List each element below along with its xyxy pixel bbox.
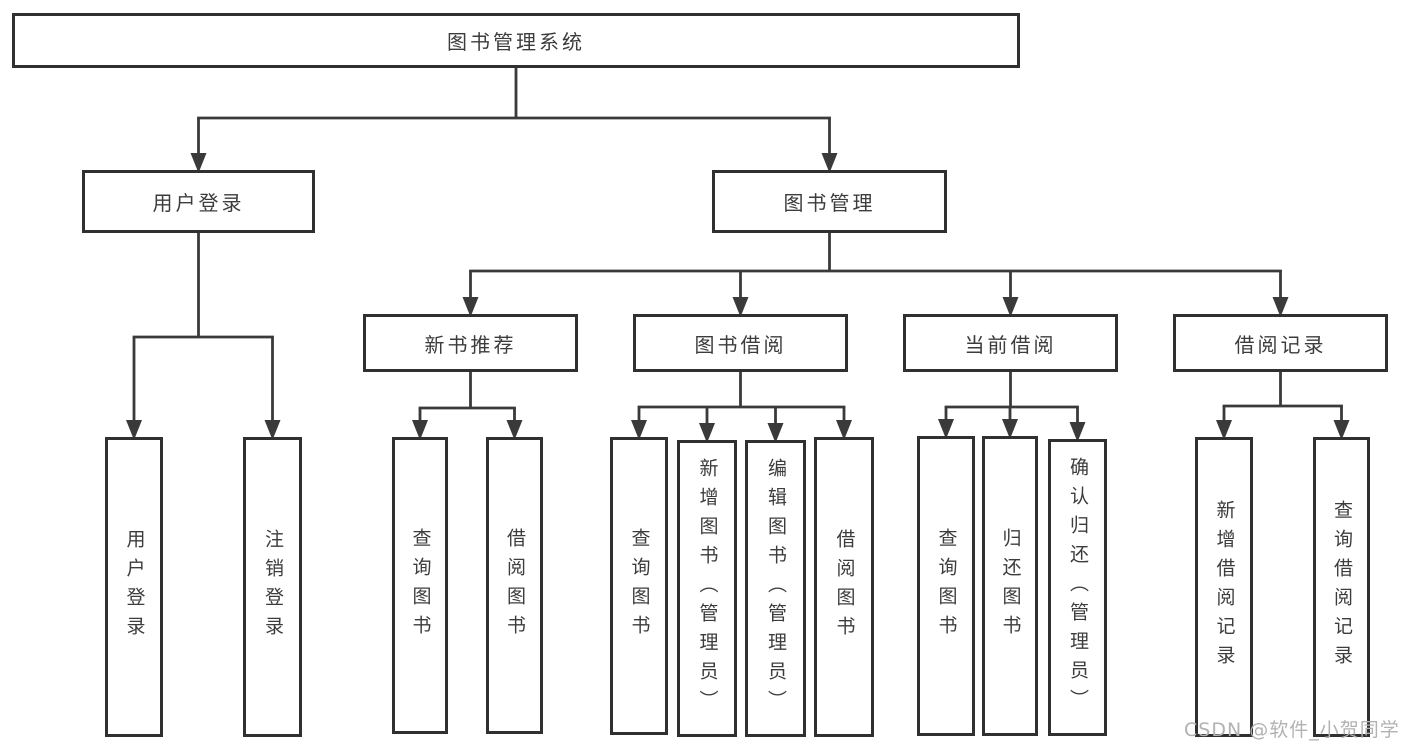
arrowhead-icon xyxy=(1002,297,1019,317)
node-book-borrowing: 图书借阅 xyxy=(633,314,848,372)
node-label: 用户登录 xyxy=(152,191,245,215)
node-leaf-user-login: 用户登录 xyxy=(105,437,163,737)
node-leaf-query-borrow-record: 查询借阅记录 xyxy=(1313,437,1370,737)
node-label: 借阅图书 xyxy=(504,527,526,644)
node-label: 图书借阅 xyxy=(694,332,787,357)
arrowhead-icon xyxy=(836,420,852,440)
arrowhead-icon xyxy=(767,423,784,443)
node-label: 新增借阅记录 xyxy=(1213,500,1236,674)
node-leaf-add-books-admin: 新增图书（管理员） xyxy=(677,440,737,737)
node-label: 注销登录 xyxy=(262,529,284,645)
node-label: 用户登录 xyxy=(123,529,146,645)
arrowhead-icon xyxy=(126,420,142,440)
node-label: 查询借阅记录 xyxy=(1331,500,1353,674)
node-current-borrowing: 当前借阅 xyxy=(903,314,1118,372)
arrowhead-icon xyxy=(938,419,954,439)
node-leaf-edit-books-admin: 编辑图书（管理员） xyxy=(745,440,806,737)
node-new-book-recommend: 新书推荐 xyxy=(363,314,578,372)
arrowhead-icon xyxy=(1002,419,1018,439)
watermark: CSDN @软件_小贺同学 xyxy=(1184,719,1400,741)
arrowhead-icon xyxy=(190,153,207,173)
arrowhead-icon xyxy=(1272,297,1289,317)
node-root: 图书管理系统 xyxy=(12,13,1020,68)
arrowhead-icon xyxy=(412,420,428,440)
arrowhead-icon xyxy=(821,153,838,173)
node-label: 图书管理系统 xyxy=(447,30,585,54)
node-label: 查询图书 xyxy=(628,528,651,644)
node-leaf-query-books-rec: 查询图书 xyxy=(392,437,448,734)
node-label: 借阅记录 xyxy=(1234,332,1327,357)
node-leaf-query-books-current: 查询图书 xyxy=(917,436,975,736)
node-label: 确认归还（管理员） xyxy=(1067,457,1089,718)
arrowhead-icon xyxy=(1069,422,1086,442)
node-label: 新书推荐 xyxy=(424,332,517,357)
arrowhead-icon xyxy=(631,420,647,440)
node-label: 归还图书 xyxy=(999,528,1022,644)
node-book-management: 图书管理 xyxy=(712,170,947,233)
node-label: 当前借阅 xyxy=(964,332,1057,357)
node-leaf-logout: 注销登录 xyxy=(243,437,302,737)
arrowhead-icon xyxy=(462,297,479,317)
node-label: 新增图书（管理员） xyxy=(696,458,719,719)
node-user-login-group: 用户登录 xyxy=(82,170,315,233)
node-leaf-add-borrow-record: 新增借阅记录 xyxy=(1195,437,1253,737)
arrowhead-icon xyxy=(506,420,523,440)
node-label: 查询图书 xyxy=(409,527,432,644)
node-leaf-return-books: 归还图书 xyxy=(982,436,1038,736)
node-leaf-query-books-borrow: 查询图书 xyxy=(610,437,668,735)
node-leaf-borrow-books-borrow: 借阅图书 xyxy=(814,437,874,737)
node-leaf-borrow-books-rec: 借阅图书 xyxy=(486,437,543,734)
node-label: 查询图书 xyxy=(935,528,958,644)
node-borrowing-records: 借阅记录 xyxy=(1173,314,1388,372)
node-label: 编辑图书（管理员） xyxy=(765,458,787,719)
arrowhead-icon xyxy=(732,297,749,317)
arrowhead-icon xyxy=(1216,420,1232,440)
arrowhead-icon xyxy=(264,420,281,440)
node-leaf-confirm-return-admin: 确认归还（管理员） xyxy=(1048,439,1107,736)
arrowhead-icon xyxy=(1333,420,1350,440)
node-label: 借阅图书 xyxy=(833,529,856,645)
node-label: 图书管理 xyxy=(783,191,876,215)
arrowhead-icon xyxy=(699,423,715,443)
